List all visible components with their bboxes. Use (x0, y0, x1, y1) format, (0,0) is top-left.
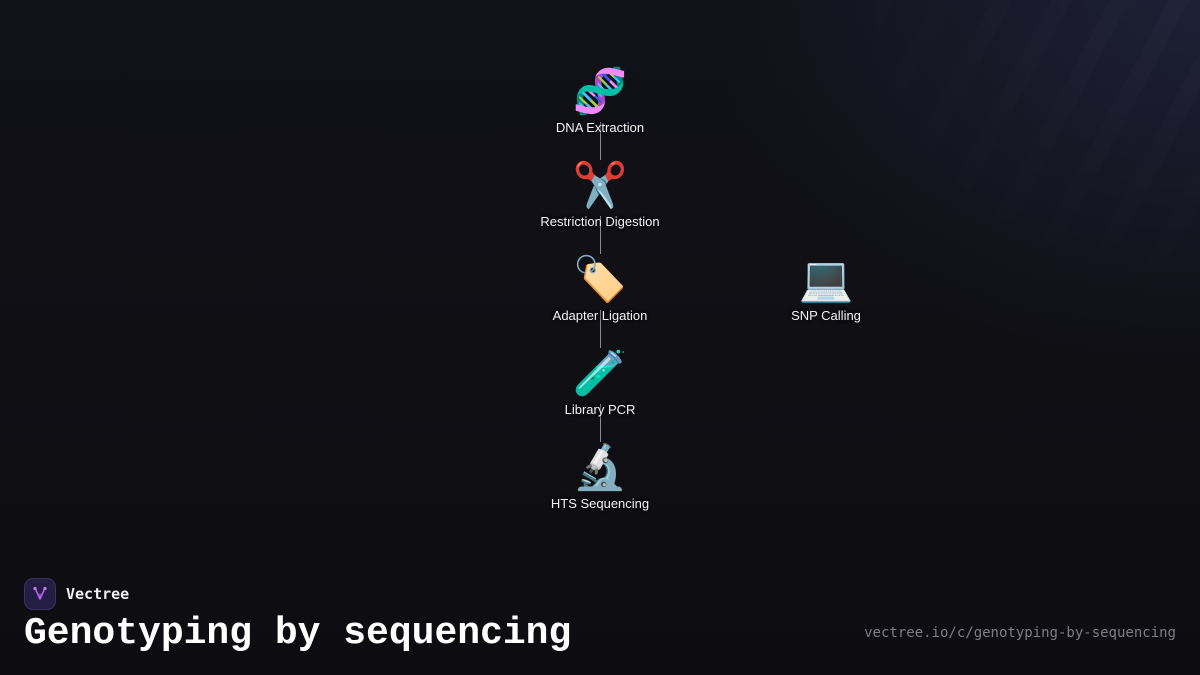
node-restriction-digestion: ✂️ Restriction Digestion (520, 160, 680, 230)
background-rays (580, 0, 1200, 675)
laptop-icon: 💻 (798, 255, 854, 304)
brand-name: Vectree (66, 585, 130, 603)
node-label: Restriction Digestion (540, 214, 660, 229)
node-adapter-ligation: 🏷️ Adapter Ligation (520, 254, 680, 324)
page-title: Genotyping by sequencing (24, 612, 572, 655)
node-label: Library PCR (564, 402, 636, 417)
dna-icon: 🧬 (572, 67, 628, 116)
node-label: DNA Extraction (555, 120, 645, 135)
connector-adapter-to-pcr (600, 310, 601, 348)
node-hts-sequencing: 🔬 HTS Sequencing (520, 442, 680, 512)
vectree-logo-icon (24, 578, 56, 610)
label-tag-icon: 🏷️ (572, 255, 628, 304)
connector-restriction-to-adapter (600, 216, 601, 254)
connector-pcr-to-sequencing (600, 404, 601, 442)
node-label: HTS Sequencing (550, 496, 650, 511)
test-tube-icon: 🧪 (572, 349, 628, 398)
page-url[interactable]: vectree.io/c/genotyping-by-sequencing (864, 625, 1176, 641)
microscope-icon: 🔬 (572, 443, 628, 492)
node-label: SNP Calling (791, 308, 861, 323)
node-label: Adapter Ligation (552, 308, 648, 323)
connector-dna-to-restriction (600, 122, 601, 160)
node-library-pcr: 🧪 Library PCR (520, 348, 680, 418)
node-dna-extraction: 🧬 DNA Extraction (520, 66, 680, 136)
node-snp-calling: 💻 SNP Calling (746, 254, 906, 324)
scissors-icon: ✂️ (572, 161, 628, 210)
brand: Vectree (24, 577, 129, 611)
